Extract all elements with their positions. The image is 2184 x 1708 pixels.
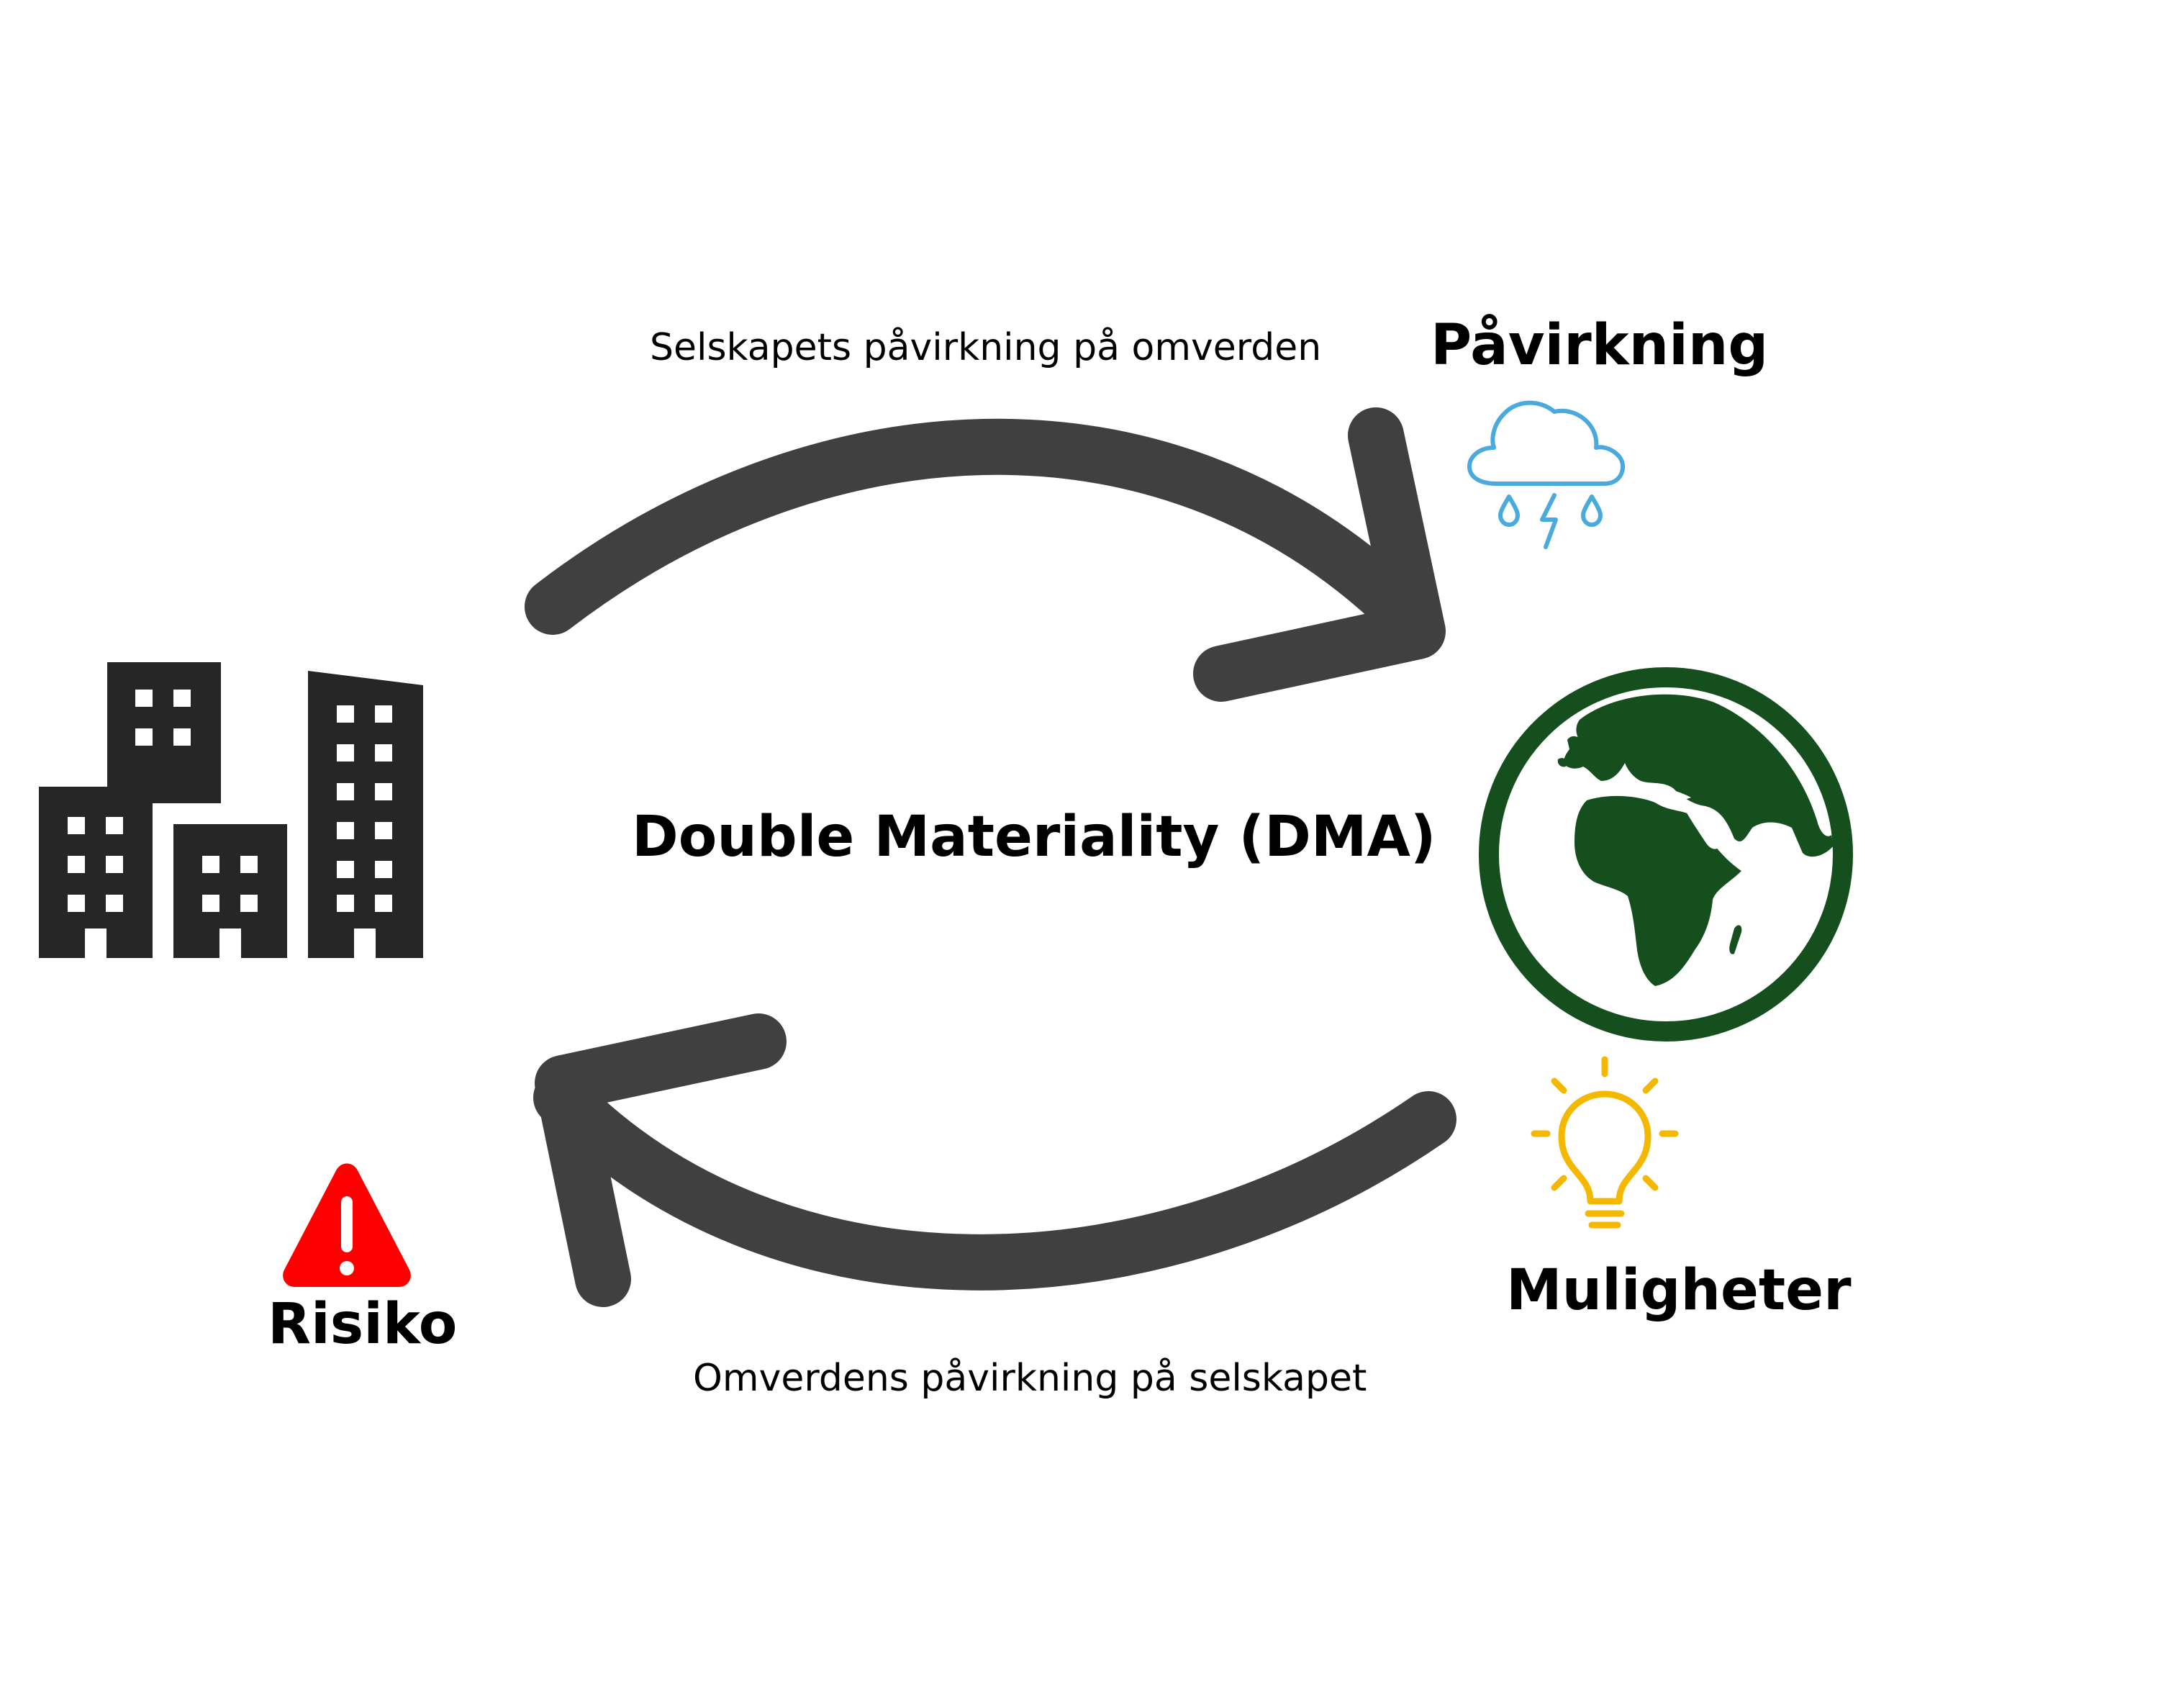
bottom-arrow-label: Omverdens påvirkning på selskapet (693, 1357, 1367, 1400)
top-arrow (525, 407, 1446, 702)
opportunities-label: Muligheter (1506, 1258, 1852, 1323)
buildings-icon (39, 662, 423, 958)
impact-label: Påvirkning (1431, 313, 1769, 378)
risk-label: Risiko (268, 1292, 458, 1357)
bottom-arrow (533, 1013, 1456, 1307)
center-title: Double Materiality (DMA) (632, 805, 1436, 869)
globe-icon (1479, 667, 1853, 1041)
warning-icon (283, 1163, 411, 1287)
lightbulb-icon (1531, 1056, 1679, 1229)
storm-cloud-icon (1467, 400, 1626, 549)
top-arrow-label: Selskapets påvirkning på omverden (650, 326, 1322, 369)
